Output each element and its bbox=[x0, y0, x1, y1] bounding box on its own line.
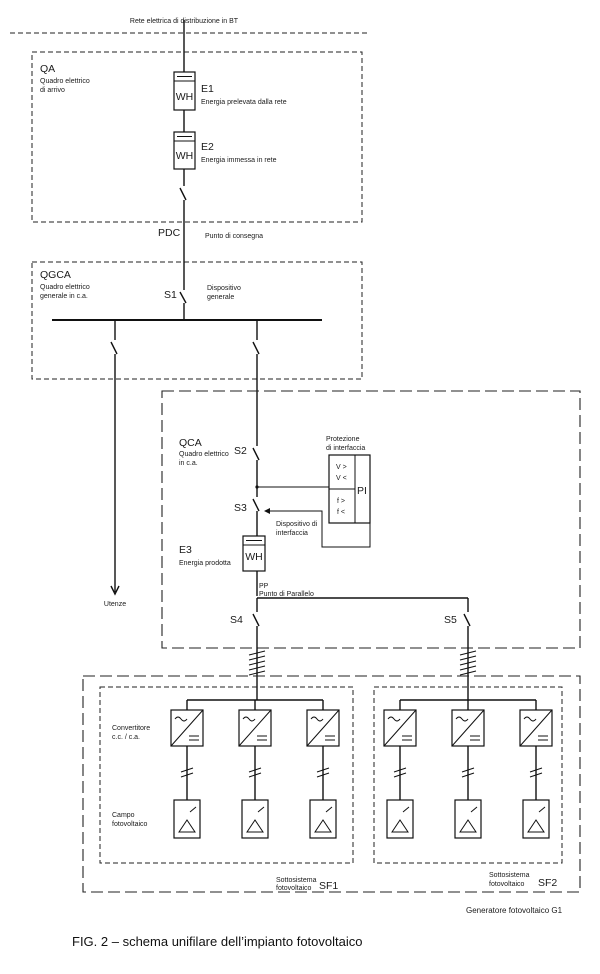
sf2-enclosure bbox=[373, 686, 563, 864]
pv-string-unit bbox=[383, 700, 417, 839]
pi-v-lt: V < bbox=[336, 475, 347, 482]
sf2-code: SF2 bbox=[538, 877, 557, 889]
field-label-2: fotovoltaico bbox=[112, 821, 148, 828]
qgca-enclosure bbox=[31, 261, 363, 380]
cable-bundle-s5 bbox=[459, 648, 477, 700]
pv-module-icon bbox=[241, 799, 269, 839]
generator-enclosure bbox=[82, 675, 581, 893]
pi-title-1: Protezione bbox=[326, 436, 360, 443]
s3-label: S3 bbox=[234, 502, 247, 514]
pdc-desc: Punto di consegna bbox=[205, 233, 263, 240]
qgca-desc-2: generale in c.a. bbox=[40, 293, 88, 300]
qa-code: QA bbox=[40, 63, 55, 75]
sf2-desc-2: fotovoltaico bbox=[489, 881, 525, 888]
generator-label: Generatore fotovoltaico G1 bbox=[466, 906, 563, 915]
figure-caption: FIG. 2 – schema unifilare dell’impianto … bbox=[72, 934, 362, 949]
pv-module-icon bbox=[173, 799, 201, 839]
switch-s5 bbox=[463, 598, 471, 648]
qgca-code: QGCA bbox=[40, 269, 71, 281]
switch-s4 bbox=[252, 598, 260, 648]
pv-module-icon bbox=[522, 799, 550, 839]
pp-desc: Punto di Parallelo bbox=[259, 591, 314, 598]
s5-label: S5 bbox=[444, 614, 457, 626]
pi-command-line bbox=[264, 508, 371, 548]
qa-desc-2: di arrivo bbox=[40, 87, 65, 94]
e1-desc: Energia prelevata dalla rete bbox=[201, 99, 287, 106]
field-label-1: Campo bbox=[112, 812, 135, 819]
pv-module-icon bbox=[454, 799, 482, 839]
sf1-desc-2: fotovoltaico bbox=[276, 885, 312, 892]
meter-e2-symbol: WH bbox=[176, 150, 194, 162]
sf1-code: SF1 bbox=[319, 880, 338, 892]
sf2-desc-1: Sottosistema bbox=[489, 872, 530, 879]
switch-qa bbox=[179, 169, 187, 262]
inverter-icon bbox=[519, 709, 553, 747]
inverter-icon bbox=[238, 709, 272, 747]
pv-strings bbox=[170, 700, 553, 839]
pv-string-unit bbox=[519, 700, 553, 839]
qca-code: QCA bbox=[179, 437, 202, 449]
pv-string-unit bbox=[306, 700, 340, 839]
pi-label: PI bbox=[357, 485, 367, 497]
meter-e1-symbol: WH bbox=[176, 91, 194, 103]
pi-v-gt: V > bbox=[336, 464, 347, 471]
qca-enclosure bbox=[161, 390, 581, 649]
branch-utenze bbox=[110, 320, 120, 596]
meter-e3: WH bbox=[242, 535, 266, 572]
e2-desc: Energia immessa in rete bbox=[201, 157, 277, 164]
e2-label: E2 bbox=[201, 141, 214, 153]
interface-protection-box bbox=[328, 454, 371, 524]
qa-enclosure bbox=[31, 51, 363, 223]
inverter-icon bbox=[383, 709, 417, 747]
converter-label-1: Convertitore bbox=[112, 725, 150, 732]
e3-desc: Energia prodotta bbox=[179, 560, 231, 567]
pv-string-unit bbox=[238, 700, 272, 839]
utenze-label: Utenze bbox=[104, 601, 126, 608]
s1-desc-2: generale bbox=[207, 294, 234, 301]
branch-qca bbox=[252, 320, 260, 440]
cable-bundle-s4 bbox=[248, 648, 266, 700]
pv-string-unit bbox=[451, 700, 485, 839]
switch-s3 bbox=[252, 498, 260, 536]
meter-e2: WH bbox=[173, 131, 196, 170]
meter-e3-symbol: WH bbox=[245, 551, 263, 563]
pi-f-gt: f > bbox=[337, 498, 345, 505]
qa-desc-1: Quadro elettrico bbox=[40, 78, 90, 85]
qca-desc-1: Quadro elettrico bbox=[179, 451, 229, 458]
interface-device-2: interfaccia bbox=[276, 530, 308, 537]
inverter-icon bbox=[170, 709, 204, 747]
pi-title-2: di interfaccia bbox=[326, 445, 365, 452]
sf1-enclosure bbox=[99, 686, 354, 864]
interface-device-1: Dispositivo di bbox=[276, 521, 318, 528]
sf1-desc-1: Sottosistema bbox=[276, 877, 317, 884]
pp-code: PP bbox=[259, 583, 269, 590]
s1-label: S1 bbox=[164, 289, 177, 301]
s1-desc-1: Dispositivo bbox=[207, 285, 241, 292]
pv-string-unit bbox=[170, 700, 204, 839]
pv-module-icon bbox=[386, 799, 414, 839]
s2-label: S2 bbox=[234, 445, 247, 457]
meter-e1: WH bbox=[173, 71, 196, 111]
pi-tap-dot bbox=[255, 485, 259, 489]
pv-module-icon bbox=[309, 799, 337, 839]
s4-label: S4 bbox=[230, 614, 243, 626]
switch-s2 bbox=[252, 440, 260, 497]
qca-desc-2: in c.a. bbox=[179, 460, 198, 467]
qgca-desc-1: Quadro elettrico bbox=[40, 284, 90, 291]
pdc-label: PDC bbox=[158, 227, 181, 239]
e3-label: E3 bbox=[179, 544, 192, 556]
converter-label-2: c.c. / c.a. bbox=[112, 734, 140, 741]
switch-s1 bbox=[179, 262, 187, 320]
e1-label: E1 bbox=[201, 83, 214, 95]
inverter-icon bbox=[306, 709, 340, 747]
inverter-icon bbox=[451, 709, 485, 747]
pi-f-lt: f < bbox=[337, 509, 345, 516]
